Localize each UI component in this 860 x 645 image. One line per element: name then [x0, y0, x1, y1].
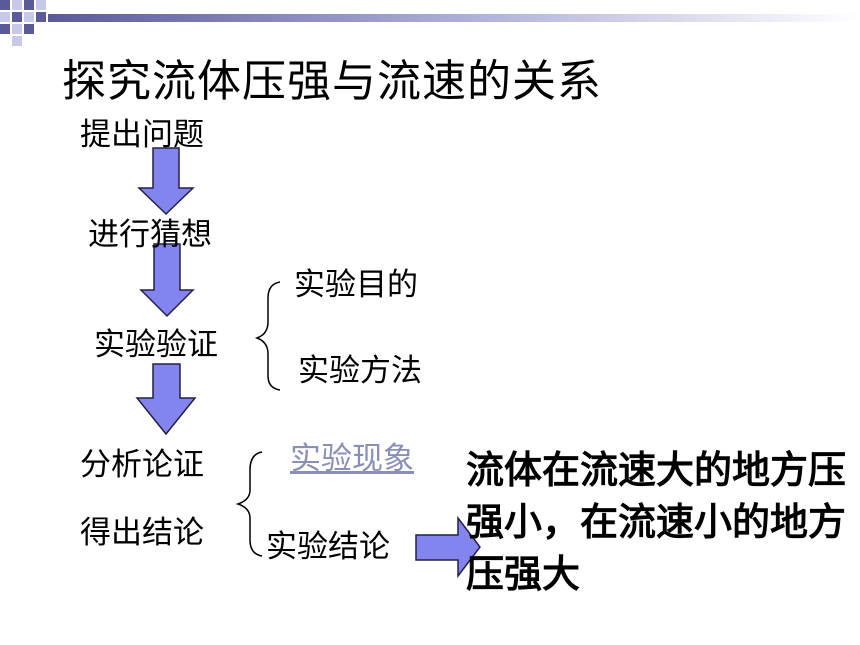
verify-purpose: 实验目的	[294, 267, 418, 303]
brace-analyze	[235, 451, 263, 557]
down-arrow-1	[137, 147, 195, 216]
right-arrow	[415, 515, 481, 579]
experiment-result: 实验结论	[266, 529, 390, 565]
conclusion-text: 流体在流速大的地方压强小，在流速小的地方压强大	[466, 448, 847, 596]
down-arrow-2	[139, 243, 195, 318]
step-question: 提出问题	[80, 117, 204, 153]
brace-verify	[254, 281, 281, 391]
slide-title: 探究流体压强与流速的关系	[62, 56, 602, 107]
step-conclude: 得出结论	[80, 515, 204, 551]
slide-header-decoration	[0, 0, 860, 46]
step-guess: 进行猜想	[88, 217, 212, 253]
phenomenon-link[interactable]: 实验现象	[290, 441, 414, 477]
down-arrow-3	[135, 363, 197, 436]
step-analyze: 分析论证	[80, 447, 204, 483]
verify-method: 实验方法	[298, 353, 422, 389]
step-verify: 实验验证	[94, 327, 218, 363]
